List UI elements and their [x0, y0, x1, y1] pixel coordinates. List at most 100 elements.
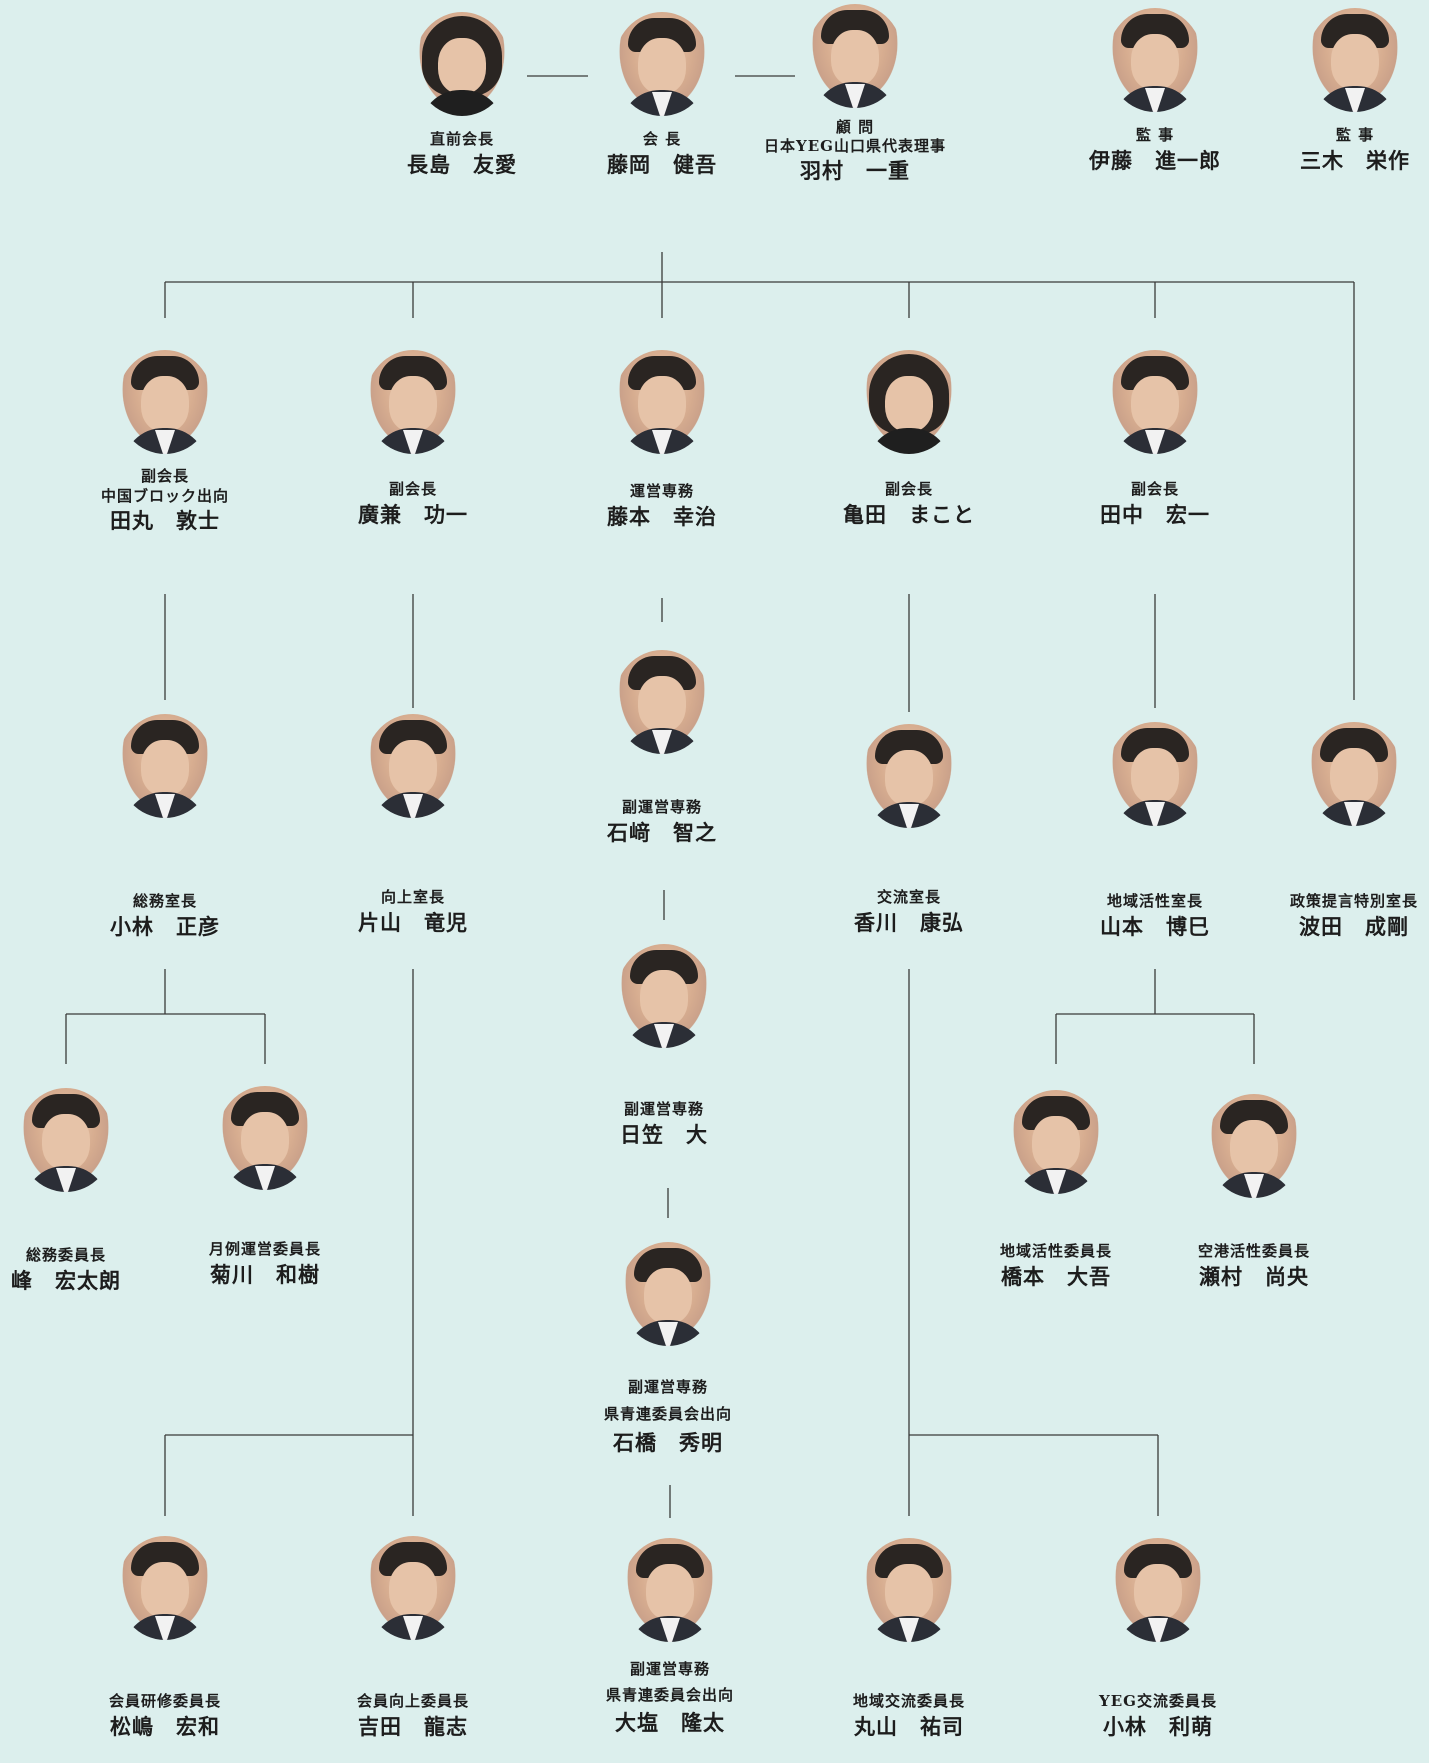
portrait-photo	[217, 1086, 313, 1190]
member-role: 向上室長	[380, 888, 445, 906]
member-card: 副運営専務 石﨑 智之	[562, 650, 762, 848]
member-card: 監 事 三木 栄作	[1255, 8, 1429, 176]
member-name: 大塩 隆太	[615, 1710, 725, 1735]
member-card: 監 事 伊藤 進一郎	[1055, 8, 1255, 176]
member-card: 地域交流委員長 丸山 祐司	[809, 1538, 1009, 1742]
member-role: 副会長	[388, 480, 437, 498]
member-card: 地域活性室長 山本 博巳	[1055, 722, 1255, 942]
member-role: 副運営専務 県青連委員会出向	[603, 1378, 732, 1423]
portrait-photo	[1110, 1538, 1206, 1642]
member-role: 会 長	[642, 130, 682, 148]
portrait-photo	[365, 350, 461, 454]
member-card: 総務委員長 峰 宏太朗	[0, 1088, 166, 1296]
member-role: 副運営専務 県青連委員会出向	[605, 1660, 734, 1704]
portrait-photo	[365, 714, 461, 818]
portrait-photo	[1307, 8, 1403, 112]
member-name: 香川 康弘	[854, 910, 964, 935]
member-role: 会員向上委員長	[356, 1692, 469, 1710]
member-name: 小林 正彦	[110, 914, 220, 939]
member-name: 田丸 敦士	[110, 508, 220, 533]
member-card: 交流室長 香川 康弘	[809, 724, 1009, 938]
member-role: 副会長	[1130, 480, 1179, 498]
member-name: 波田 成剛	[1299, 914, 1409, 939]
member-card: 副会長 廣兼 功一	[313, 350, 513, 530]
portrait-photo	[622, 1538, 718, 1642]
portrait-photo	[1107, 722, 1203, 826]
member-name: 片山 竜児	[358, 910, 468, 935]
member-role: 顧 問 日本YEG山口県代表理事	[764, 118, 946, 155]
portrait-photo	[807, 4, 903, 108]
member-card: 直前会長 長島 友愛	[362, 12, 562, 180]
member-card: 向上室長 片山 竜児	[313, 714, 513, 938]
member-card: 会員研修委員長 松嶋 宏和	[65, 1536, 265, 1742]
portrait-photo	[861, 1538, 957, 1642]
portrait-photo	[117, 350, 213, 454]
member-card: 地域活性委員長 橋本 大吾	[956, 1090, 1156, 1292]
member-card: 会 長 藤岡 健吾	[562, 12, 762, 180]
portrait-photo	[614, 12, 710, 116]
member-name: 丸山 祐司	[854, 1714, 964, 1739]
portrait-photo	[1107, 8, 1203, 112]
member-role: YEG交流委員長	[1099, 1692, 1217, 1710]
member-role: 副運営専務	[623, 1100, 704, 1118]
portrait-photo	[18, 1088, 114, 1192]
member-card: 政策提言特別室長 波田 成剛	[1254, 722, 1429, 942]
member-name: 松嶋 宏和	[110, 1714, 220, 1739]
member-card: 副運営専務 県青連委員会出向 石橋 秀明	[568, 1242, 768, 1458]
portrait-photo	[861, 350, 957, 454]
member-role: 空港活性委員長	[1197, 1242, 1310, 1260]
portrait-photo	[620, 1242, 716, 1346]
portrait-photo	[1306, 722, 1402, 826]
member-name: 小林 利萌	[1103, 1714, 1213, 1739]
member-role: 政策提言特別室長	[1289, 892, 1418, 910]
member-card: 月例運営委員長 菊川 和樹	[165, 1086, 365, 1290]
member-name: 伊藤 進一郎	[1089, 148, 1221, 173]
portrait-photo	[861, 724, 957, 828]
member-role: 副会長	[884, 480, 933, 498]
member-card: 会員向上委員長 吉田 龍志	[313, 1536, 513, 1742]
member-card: 顧 問 日本YEG山口県代表理事 羽村 一重	[755, 4, 955, 186]
member-role: 監 事	[1135, 126, 1175, 144]
member-name: 三木 栄作	[1300, 148, 1410, 173]
member-card: 総務室長 小林 正彦	[65, 714, 265, 942]
member-name: 石﨑 智之	[607, 820, 717, 845]
member-role: 直前会長	[429, 130, 494, 148]
portrait-photo	[614, 650, 710, 754]
member-name: 峰 宏太朗	[11, 1268, 121, 1293]
member-role: 交流室長	[876, 888, 941, 906]
member-name: 菊川 和樹	[210, 1262, 320, 1287]
member-role: 副会長 中国ブロック出向	[100, 467, 229, 505]
member-card: 副運営専務 日笠 大	[564, 944, 764, 1150]
portrait-photo	[365, 1536, 461, 1640]
member-name: 橋本 大吾	[1001, 1264, 1111, 1289]
member-card: 空港活性委員長 瀬村 尚央	[1154, 1094, 1354, 1292]
member-role: 地域交流委員長	[852, 1692, 965, 1710]
member-name: 藤本 幸治	[607, 504, 717, 529]
member-card: YEG交流委員長 小林 利萌	[1058, 1538, 1258, 1742]
member-card: 副会長 田中 宏一	[1055, 350, 1255, 530]
portrait-photo	[1107, 350, 1203, 454]
member-name: 廣兼 功一	[358, 502, 468, 527]
member-role: 運営専務	[629, 482, 694, 500]
member-card: 副会長 亀田 まこと	[809, 350, 1009, 530]
member-role: 月例運営委員長	[208, 1240, 321, 1258]
member-name: 瀬村 尚央	[1199, 1264, 1309, 1289]
member-name: 長島 友愛	[407, 152, 517, 177]
member-name: 吉田 龍志	[358, 1714, 468, 1739]
member-name: 山本 博巳	[1100, 914, 1210, 939]
portrait-photo	[614, 350, 710, 454]
member-role: 総務委員長	[25, 1246, 106, 1264]
member-role: 総務室長	[132, 892, 197, 910]
member-name: 日笠 大	[620, 1122, 708, 1147]
member-name: 田中 宏一	[1100, 502, 1210, 527]
member-role: 地域活性委員長	[999, 1242, 1112, 1260]
member-role: 監 事	[1335, 126, 1375, 144]
portrait-photo	[414, 12, 510, 116]
member-name: 藤岡 健吾	[607, 152, 717, 177]
portrait-photo	[117, 714, 213, 818]
member-card: 副運営専務 県青連委員会出向 大塩 隆太	[570, 1538, 770, 1738]
member-role: 地域活性室長	[1106, 892, 1203, 910]
member-card: 副会長 中国ブロック出向 田丸 敦士	[65, 350, 265, 536]
portrait-photo	[117, 1536, 213, 1640]
